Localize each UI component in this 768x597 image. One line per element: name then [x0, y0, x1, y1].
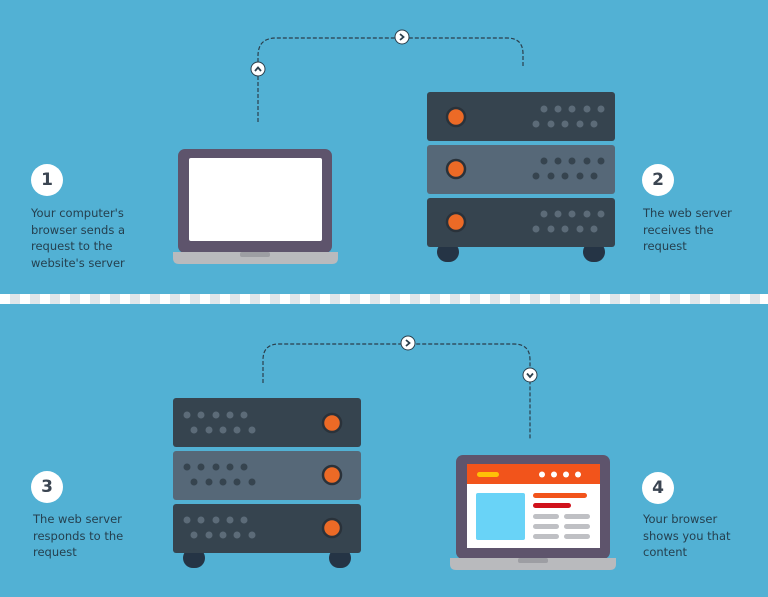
chevron-right-icon — [400, 335, 416, 351]
chevron-down-icon — [522, 367, 538, 383]
laptop-icon — [173, 149, 338, 264]
step-1-number: 1 — [31, 164, 63, 196]
section-divider — [0, 294, 768, 304]
response-path — [262, 343, 531, 440]
step-4-number: 4 — [642, 472, 674, 504]
request-path — [257, 37, 524, 122]
chevron-up-icon — [250, 61, 266, 77]
step-2-text: The web server receives the request — [643, 206, 732, 253]
server-icon — [173, 398, 361, 568]
step-3-text: The web server responds to the request — [33, 512, 124, 559]
image-placeholder — [476, 493, 525, 540]
step-2-number: 2 — [642, 164, 674, 196]
step-1-text: Your computer's browser sends a request … — [31, 206, 126, 270]
server-icon — [427, 92, 615, 262]
step-3-number: 3 — [31, 471, 63, 503]
step-4-text: Your browser shows you that content — [643, 512, 731, 559]
laptop-icon — [450, 455, 616, 570]
chevron-right-icon — [394, 29, 410, 45]
browser-header — [467, 464, 600, 484]
